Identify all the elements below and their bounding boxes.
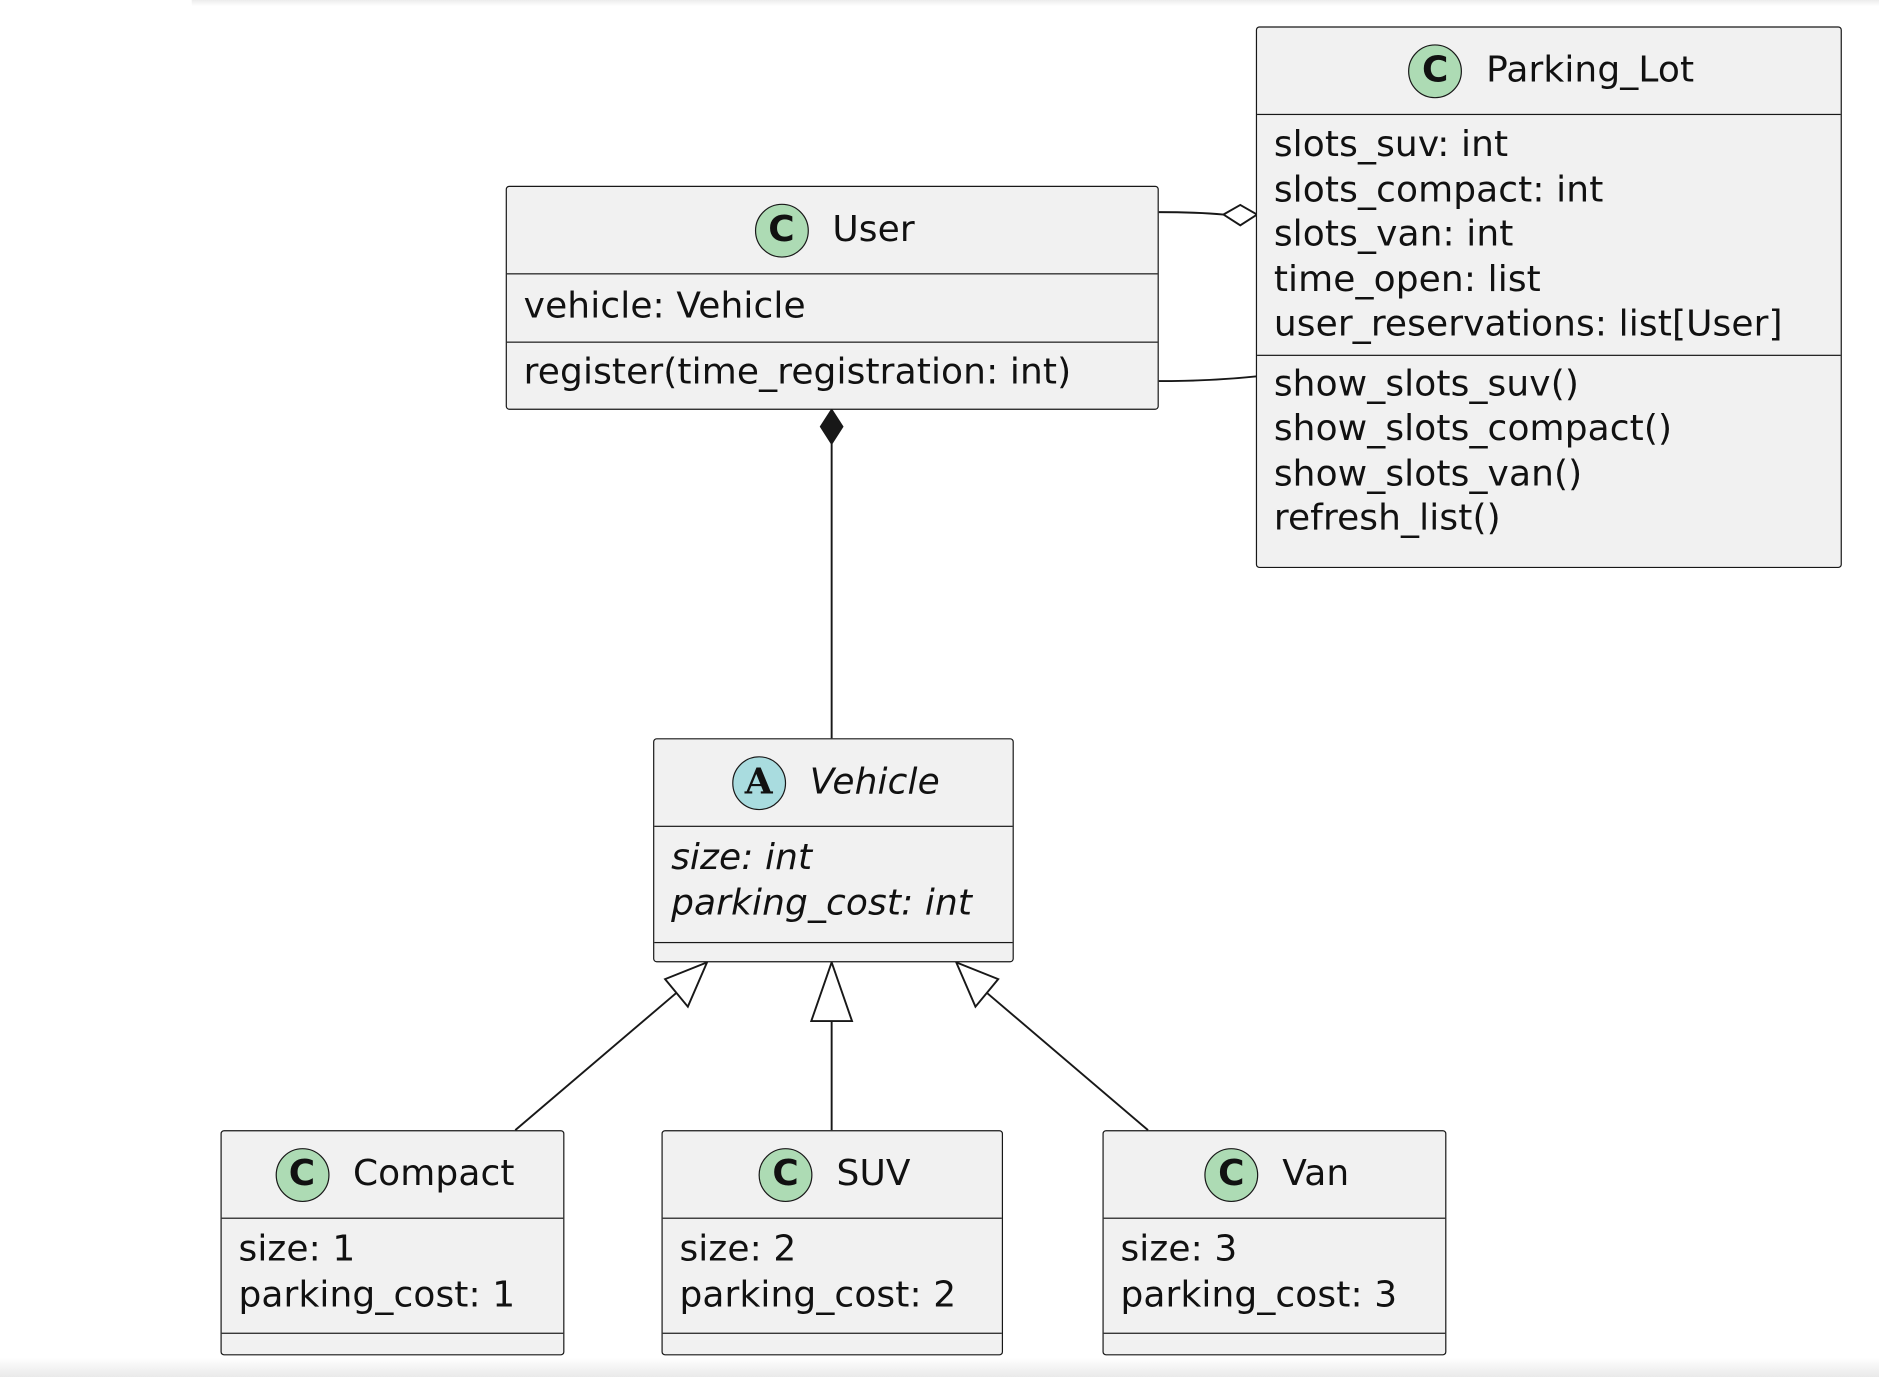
attributes-section: size: 2 parking_cost: 2 — [662, 1219, 1002, 1334]
methods-section — [663, 1334, 1002, 1353]
bottom-edge-shadow — [0, 1357, 1879, 1377]
class-name: Van — [1282, 1153, 1350, 1196]
method: show_slots_compact() — [1273, 407, 1673, 450]
method: show_slots_suv() — [1273, 362, 1580, 405]
aggregation-diamond — [1221, 203, 1259, 227]
inheritance-arrow-compact — [663, 960, 709, 1009]
attribute: parking_cost: 3 — [1120, 1273, 1398, 1316]
attribute: parking_cost: 1 — [238, 1273, 516, 1316]
attribute: slots_compact: int — [1273, 168, 1604, 211]
inheritance-line-compact — [514, 991, 678, 1131]
attributes-section: size: 3 parking_cost: 3 — [1103, 1219, 1446, 1334]
abstract-stereotype-icon: A — [731, 755, 786, 810]
attributes-section: vehicle: Vehicle — [506, 274, 1158, 343]
class-vehicle: A Vehicle size: int parking_cost: int — [653, 738, 1014, 963]
top-edge-shadow — [191, 0, 1879, 6]
methods-section — [1104, 1334, 1446, 1353]
class-header: C SUV — [662, 1131, 1002, 1219]
methods-section — [654, 943, 1012, 962]
class-stereotype-icon: C — [1204, 1147, 1259, 1202]
attribute: size: 3 — [1120, 1228, 1238, 1271]
class-stereotype-icon: C — [758, 1147, 813, 1202]
attribute: size: int — [671, 836, 813, 879]
composition-diamond — [819, 408, 844, 446]
method: refresh_list() — [1273, 497, 1501, 540]
class-stereotype-icon: C — [1408, 43, 1463, 98]
attribute: vehicle: Vehicle — [523, 285, 806, 328]
attributes-section: size: 1 parking_cost: 1 — [221, 1219, 564, 1334]
class-stereotype-icon: C — [754, 203, 809, 258]
class-name: SUV — [836, 1153, 911, 1196]
class-user: C User vehicle: Vehicle register(time_re… — [505, 185, 1159, 410]
inheritance-arrow-suv — [809, 959, 854, 1023]
attribute: slots_suv: int — [1273, 123, 1509, 166]
attributes-section: size: int parking_cost: int — [654, 827, 1013, 944]
inheritance-arrow-van — [954, 960, 1000, 1009]
attribute: size: 1 — [238, 1228, 356, 1271]
class-van: C Van size: 3 parking_cost: 3 — [1102, 1130, 1447, 1356]
class-name: Parking_Lot — [1486, 49, 1695, 92]
class-header: C Van — [1103, 1131, 1446, 1219]
attribute: time_open: list — [1273, 258, 1541, 301]
class-header: C User — [506, 187, 1158, 275]
method: show_slots_van() — [1273, 452, 1583, 495]
inheritance-line-van — [985, 991, 1149, 1131]
attribute: user_reservations: list[User] — [1273, 303, 1783, 346]
class-parking-lot: C Parking_Lot slots_suv: int slots_compa… — [1255, 26, 1842, 569]
attribute: parking_cost: int — [671, 881, 973, 924]
methods-section — [222, 1334, 564, 1353]
class-name: Vehicle — [809, 761, 940, 804]
attribute: size: 2 — [679, 1228, 797, 1271]
methods-section: show_slots_suv() show_slots_compact() sh… — [1257, 355, 1841, 548]
aggregation-line-user-parking-lot — [1158, 211, 1224, 216]
class-header: C Parking_Lot — [1257, 28, 1841, 116]
method: register(time_registration: int) — [523, 351, 1072, 394]
attribute: parking_cost: 2 — [679, 1273, 957, 1316]
class-suv: C SUV size: 2 parking_cost: 2 — [661, 1130, 1004, 1356]
class-header: A Vehicle — [654, 739, 1013, 827]
class-header: C Compact — [221, 1131, 564, 1219]
class-stereotype-icon: C — [275, 1147, 329, 1202]
class-name: User — [832, 208, 915, 251]
attributes-section: slots_suv: int slots_compact: int slots_… — [1257, 115, 1841, 356]
association-line-user-parking-lot — [1158, 375, 1258, 383]
attribute: slots_van: int — [1273, 213, 1514, 256]
methods-section: register(time_registration: int) — [507, 343, 1158, 402]
class-compact: C Compact size: 1 parking_cost: 1 — [220, 1130, 565, 1356]
class-name: Compact — [352, 1153, 515, 1196]
